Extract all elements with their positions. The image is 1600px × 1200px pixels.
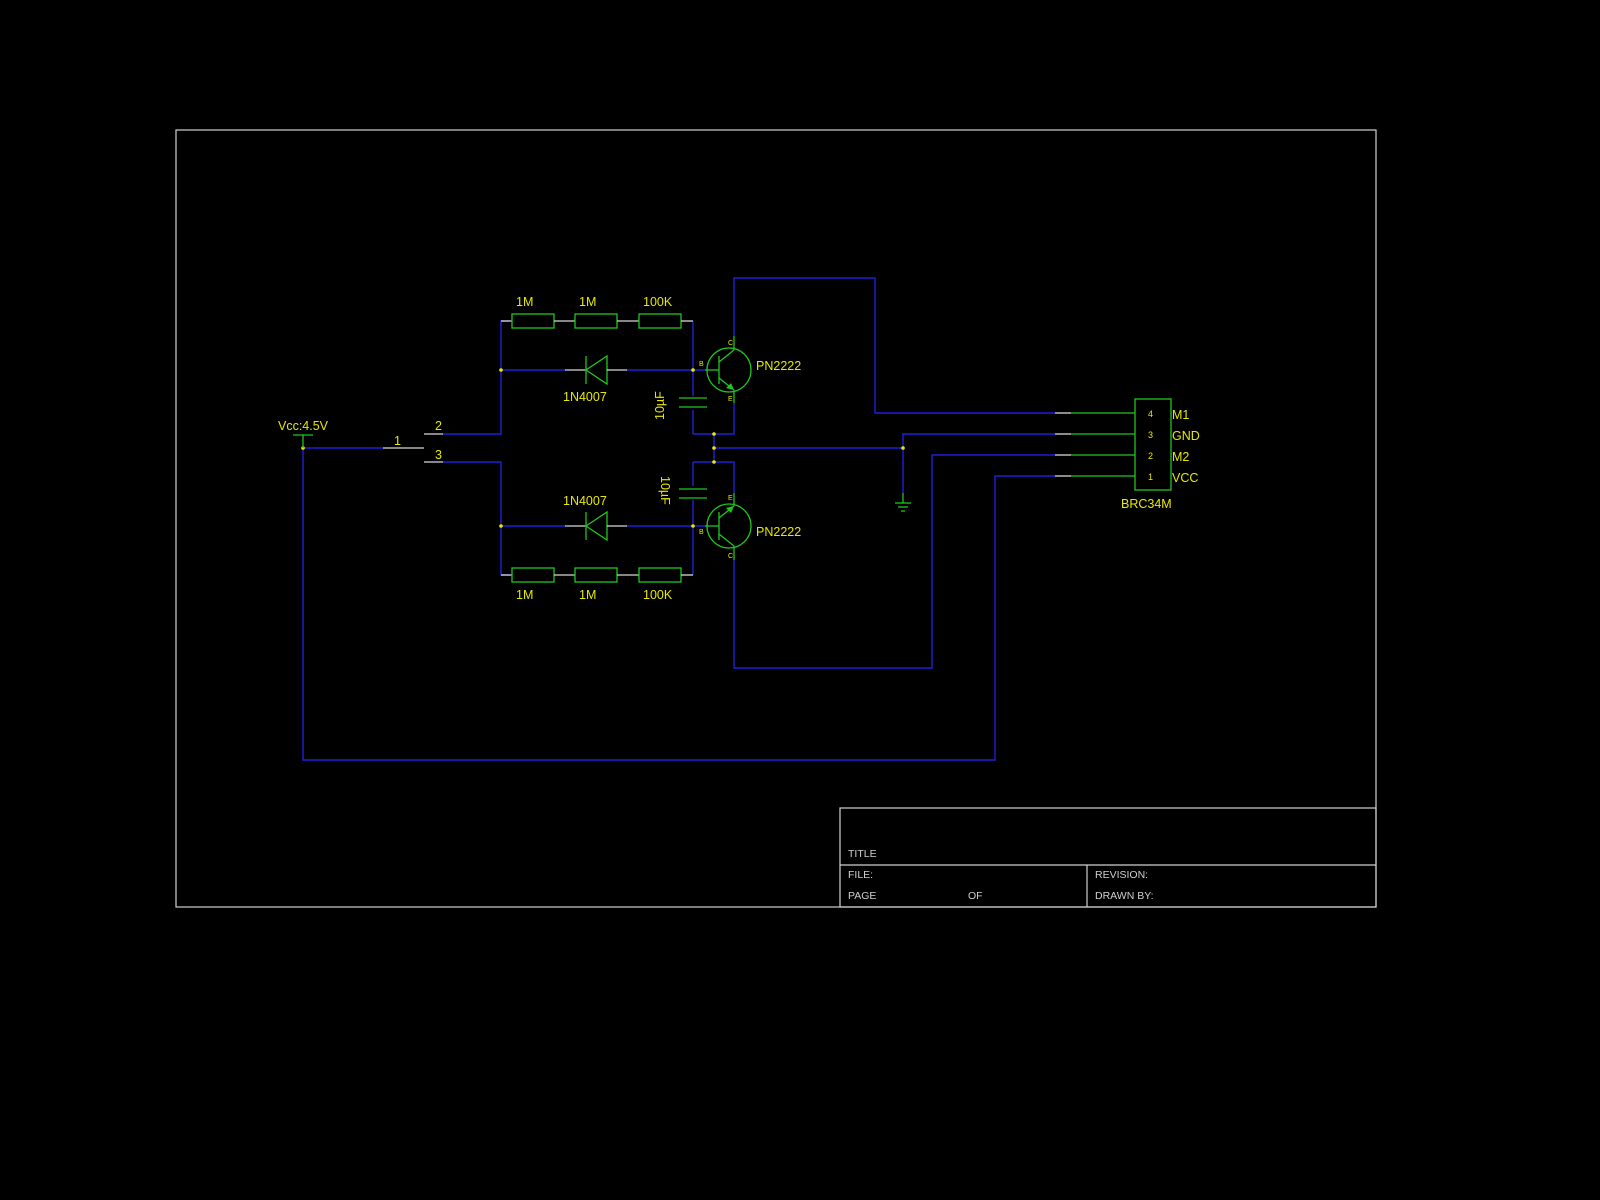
connector-name-label: BRC34M bbox=[1121, 497, 1172, 511]
resistor-r1-lower bbox=[511, 567, 555, 583]
lower-capacitor: 10µF bbox=[658, 476, 707, 505]
wire-upper-emitter bbox=[693, 403, 735, 435]
r1-lower-value: 1M bbox=[516, 588, 533, 602]
resistor-r2-lower bbox=[574, 567, 618, 583]
upper-diode-label: 1N4007 bbox=[563, 390, 607, 404]
lower-cap-label: 10µF bbox=[658, 476, 672, 505]
transistor-emitter-arrow bbox=[726, 506, 734, 513]
junction-dot bbox=[712, 432, 716, 436]
diode-triangle bbox=[584, 510, 608, 542]
switch-pin2-label: 2 bbox=[435, 419, 442, 433]
title-block: TITLE FILE: PAGE OF REVISION: DRAWN BY: bbox=[839, 807, 1377, 908]
upper-resistor-chain: 1M 1M 100K bbox=[501, 295, 693, 329]
wires bbox=[302, 277, 1055, 761]
lower-resistor-chain: 1M 1M 100K bbox=[501, 567, 693, 602]
upper-capacitor: 10µF bbox=[653, 391, 707, 420]
r1-upper-value: 1M bbox=[516, 295, 533, 309]
lower-collector-pin-label: C bbox=[728, 553, 733, 560]
junction-dot bbox=[712, 446, 716, 450]
wire-vcc-connector bbox=[302, 448, 1055, 761]
junction-dot bbox=[901, 446, 905, 450]
lower-base-pin-label: B bbox=[699, 529, 704, 536]
wire-switch-lower bbox=[443, 461, 510, 576]
connector-pin-number: 1 bbox=[1148, 472, 1153, 482]
junction-dot bbox=[691, 368, 695, 372]
r3-lower-value: 100K bbox=[643, 588, 673, 602]
vcc-supply-symbol: Vcc:4.5V bbox=[278, 419, 329, 448]
connector-pin-label: GND bbox=[1172, 429, 1200, 443]
junction-dot bbox=[691, 524, 695, 528]
lower-transistor-label: PN2222 bbox=[756, 525, 801, 539]
wire-gnd-connector bbox=[714, 433, 1055, 449]
wire-lower-collector-m2 bbox=[733, 454, 1055, 669]
transistor-emitter-arrow bbox=[726, 383, 734, 390]
resistor-r3-lower bbox=[638, 567, 682, 583]
connector-pin-label: VCC bbox=[1172, 471, 1198, 485]
connector-pin-label: M2 bbox=[1172, 450, 1189, 464]
upper-transistor-label: PN2222 bbox=[756, 359, 801, 373]
upper-collector-pin-label: C bbox=[728, 340, 733, 347]
title-field-label: TITLE bbox=[848, 848, 877, 860]
lower-diode: 1N4007 bbox=[563, 494, 627, 542]
transistor-collector-line bbox=[718, 533, 735, 547]
connector-brc34m: 4 3 2 1 M1 GND M2 VCC BRC34M bbox=[1055, 398, 1200, 511]
lower-diode-label: 1N4007 bbox=[563, 494, 607, 508]
wire-switch-upper bbox=[443, 320, 510, 435]
transistor-collector-line bbox=[718, 349, 735, 363]
drawn-by-field-label: DRAWN BY: bbox=[1095, 890, 1154, 902]
upper-base-pin-label: B bbox=[699, 361, 704, 368]
junction-dot bbox=[499, 524, 503, 528]
switch-pin3-label: 3 bbox=[435, 448, 442, 462]
junction-dot bbox=[712, 460, 716, 464]
vcc-label: Vcc:4.5V bbox=[278, 419, 329, 433]
sheet-border bbox=[175, 129, 1377, 908]
switch-pin1-label: 1 bbox=[394, 434, 401, 448]
spdt-switch: 1 2 3 bbox=[383, 419, 443, 463]
resistor-r2-upper bbox=[574, 313, 618, 329]
upper-transistor: B C E PN2222 bbox=[699, 336, 801, 403]
title-block-frame bbox=[839, 807, 1377, 908]
connector-pin-label: M1 bbox=[1172, 408, 1189, 422]
upper-emitter-pin-label: E bbox=[728, 396, 733, 403]
resistor-r1-upper bbox=[511, 313, 555, 329]
junctions bbox=[301, 368, 905, 528]
junction-dot bbox=[499, 368, 503, 372]
wire-upper-collector-m1 bbox=[733, 277, 1055, 414]
r2-upper-value: 1M bbox=[579, 295, 596, 309]
ground-icon bbox=[895, 493, 911, 512]
wire-lower-emitter bbox=[693, 461, 735, 493]
revision-field-label: REVISION: bbox=[1095, 869, 1148, 881]
upper-diode: 1N4007 bbox=[563, 354, 627, 404]
lower-transistor: B E C PN2222 bbox=[699, 493, 801, 560]
file-field-label: FILE: bbox=[848, 869, 873, 881]
connector-body bbox=[1134, 398, 1172, 491]
r3-upper-value: 100K bbox=[643, 295, 673, 309]
upper-cap-label: 10µF bbox=[653, 391, 667, 420]
resistor-r3-upper bbox=[638, 313, 682, 329]
diode-triangle bbox=[584, 354, 608, 386]
of-field-label: OF bbox=[968, 890, 983, 902]
connector-pin-number: 3 bbox=[1148, 430, 1153, 440]
connector-pin-number: 2 bbox=[1148, 451, 1153, 461]
connector-pin-number: 4 bbox=[1148, 409, 1153, 419]
r2-lower-value: 1M bbox=[579, 588, 596, 602]
page-field-label: PAGE bbox=[848, 890, 876, 902]
lower-emitter-pin-label: E bbox=[728, 495, 733, 502]
